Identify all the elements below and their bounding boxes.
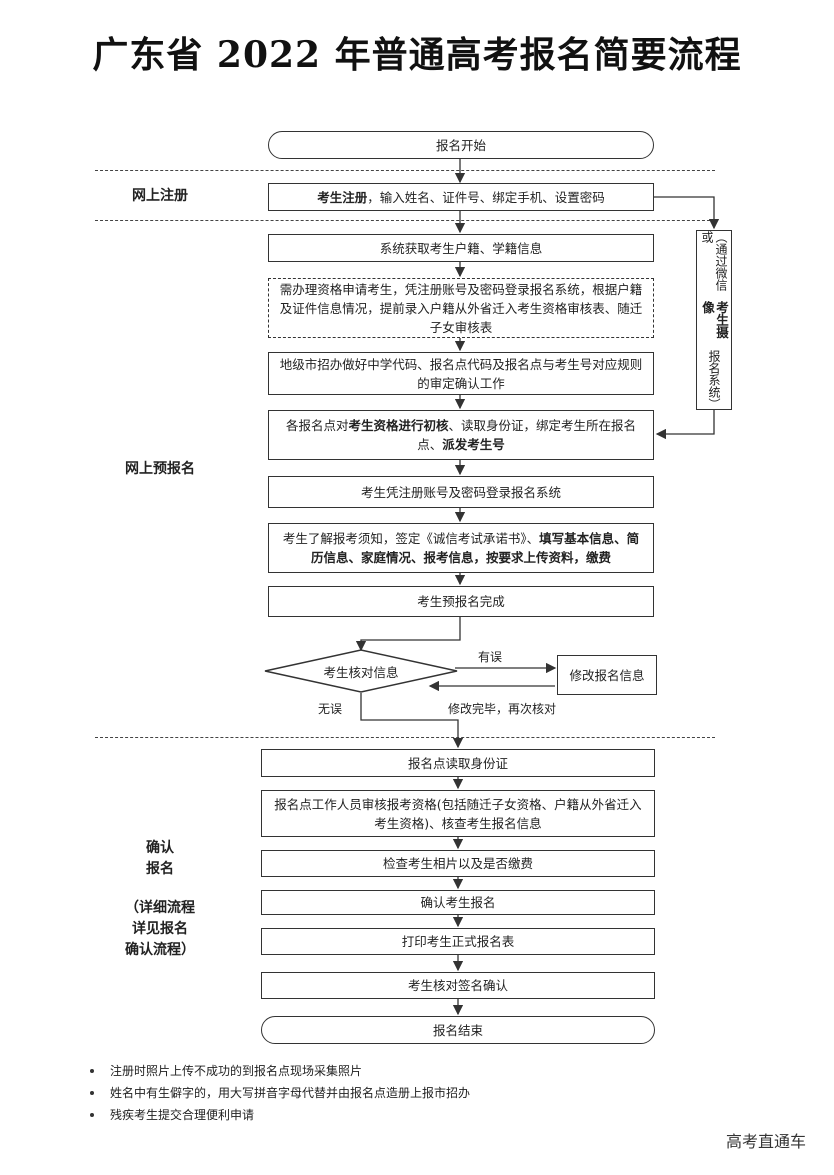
edge-label-error: 有误 (478, 650, 503, 664)
node-review: 报名点工作人员审核报考资格(包括随迁子女资格、户籍从外省迁入考生资格)、核查考生… (261, 790, 655, 837)
side-photo-box: （通过微信或 考生摄像 报名系统） (696, 230, 732, 410)
stage-pre-register: 网上预报名 (125, 461, 195, 477)
note-text: 残疾考生提交合理便利申请 (110, 1108, 255, 1122)
node-pre-done: 考生预报名完成 (268, 586, 654, 617)
node-point-text: 各报名点对 (285, 418, 349, 433)
node-registration-point: 各报名点对考生资格进行初核、读取身份证，绑定考生所在报名点、派发考生号 (268, 410, 654, 460)
stage-separator (95, 737, 715, 738)
stage-confirm-line: 确认流程） (125, 942, 195, 958)
node-qualification: 需办理资格申请考生，凭注册账号及密码登录报名系统，根据户籍及证件信息情况，提前录… (268, 278, 654, 338)
note-text: 姓名中有生僻字的，用大写拼音字母代替并由报名点造册上报市招办 (110, 1086, 471, 1100)
stage-separator (95, 170, 715, 171)
stage-confirm-line: 详见报名 (132, 921, 188, 937)
node-fill-bold: 填写基本信息、简历信息、家庭情况、报考信息，按要求上传资料，缴费 (310, 531, 640, 565)
node-fetch-info: 系统获取考生户籍、学籍信息 (268, 234, 654, 262)
node-fill-info: 考生了解报考须知，签定《诚信考试承诺书》、填写基本信息、简历信息、家庭情况、报考… (268, 523, 654, 573)
stage-confirm: 确认 报名 （详细流程 详见报名 确认流程） (100, 838, 220, 961)
node-end: 报名结束 (261, 1016, 655, 1044)
node-read-id: 报名点读取身份证 (261, 749, 655, 777)
note-item: 残疾考生提交合理便利申请 (90, 1104, 470, 1126)
node-point-bold: 派发考生号 (442, 437, 505, 452)
stage-separator (95, 220, 715, 221)
stage-confirm-line: 确认 (146, 840, 174, 856)
edge-label-redo: 修改完毕，再次核对 (448, 702, 557, 716)
node-modify: 修改报名信息 (557, 655, 657, 695)
check-decision (264, 649, 458, 693)
node-point-text: 、读取身份证，绑定考生所在报名点、 (417, 418, 637, 452)
node-start: 报名开始 (268, 131, 654, 159)
side-photo-bold: 考生摄像 (700, 301, 729, 339)
node-confirm: 确认考生报名 (261, 890, 655, 915)
bullet-icon (90, 1091, 94, 1095)
side-photo-text: 报名系统） (707, 350, 721, 411)
notes-list: 注册时照片上传不成功的到报名点现场采集照片 姓名中有生僻字的，用大写拼音字母代替… (90, 1060, 470, 1126)
footer-brand: 高考直通车 (725, 1132, 806, 1151)
node-register-text: ，输入姓名、证件号、绑定手机、设置密码 (367, 189, 605, 205)
note-text: 注册时照片上传不成功的到报名点现场采集照片 (110, 1064, 363, 1078)
side-photo-text: （通过微信或 (700, 231, 728, 291)
node-register: 考生注册，输入姓名、证件号、绑定手机、设置密码 (268, 183, 654, 211)
stage-confirm-line: （详细流程 (125, 900, 195, 916)
bullet-icon (90, 1113, 94, 1117)
node-register-bold: 考生注册 (317, 189, 368, 205)
stage-register: 网上注册 (132, 188, 188, 204)
check-decision-label: 考生核对信息 (323, 665, 399, 680)
node-photo-check: 检查考生相片以及是否缴费 (261, 850, 655, 877)
node-city-office: 地级市招办做好中学代码、报名点代码及报名点与考生号对应规则的审定确认工作 (268, 352, 654, 395)
bullet-icon (90, 1069, 94, 1073)
node-print: 打印考生正式报名表 (261, 928, 655, 955)
node-fill-text: 考生了解报考须知，签定《诚信考试承诺书》、 (282, 531, 540, 546)
edge-label-ok: 无误 (318, 702, 343, 716)
note-item: 注册时照片上传不成功的到报名点现场采集照片 (90, 1060, 470, 1082)
node-sign: 考生核对签名确认 (261, 972, 655, 999)
node-point-bold: 考生资格进行初核 (348, 418, 449, 433)
stage-confirm-line: 报名 (146, 861, 174, 877)
page-title: 广东省 2022 年普通高考报名简要流程 (92, 34, 742, 76)
note-item: 姓名中有生僻字的，用大写拼音字母代替并由报名点造册上报市招办 (90, 1082, 470, 1104)
node-login: 考生凭注册账号及密码登录报名系统 (268, 476, 654, 508)
